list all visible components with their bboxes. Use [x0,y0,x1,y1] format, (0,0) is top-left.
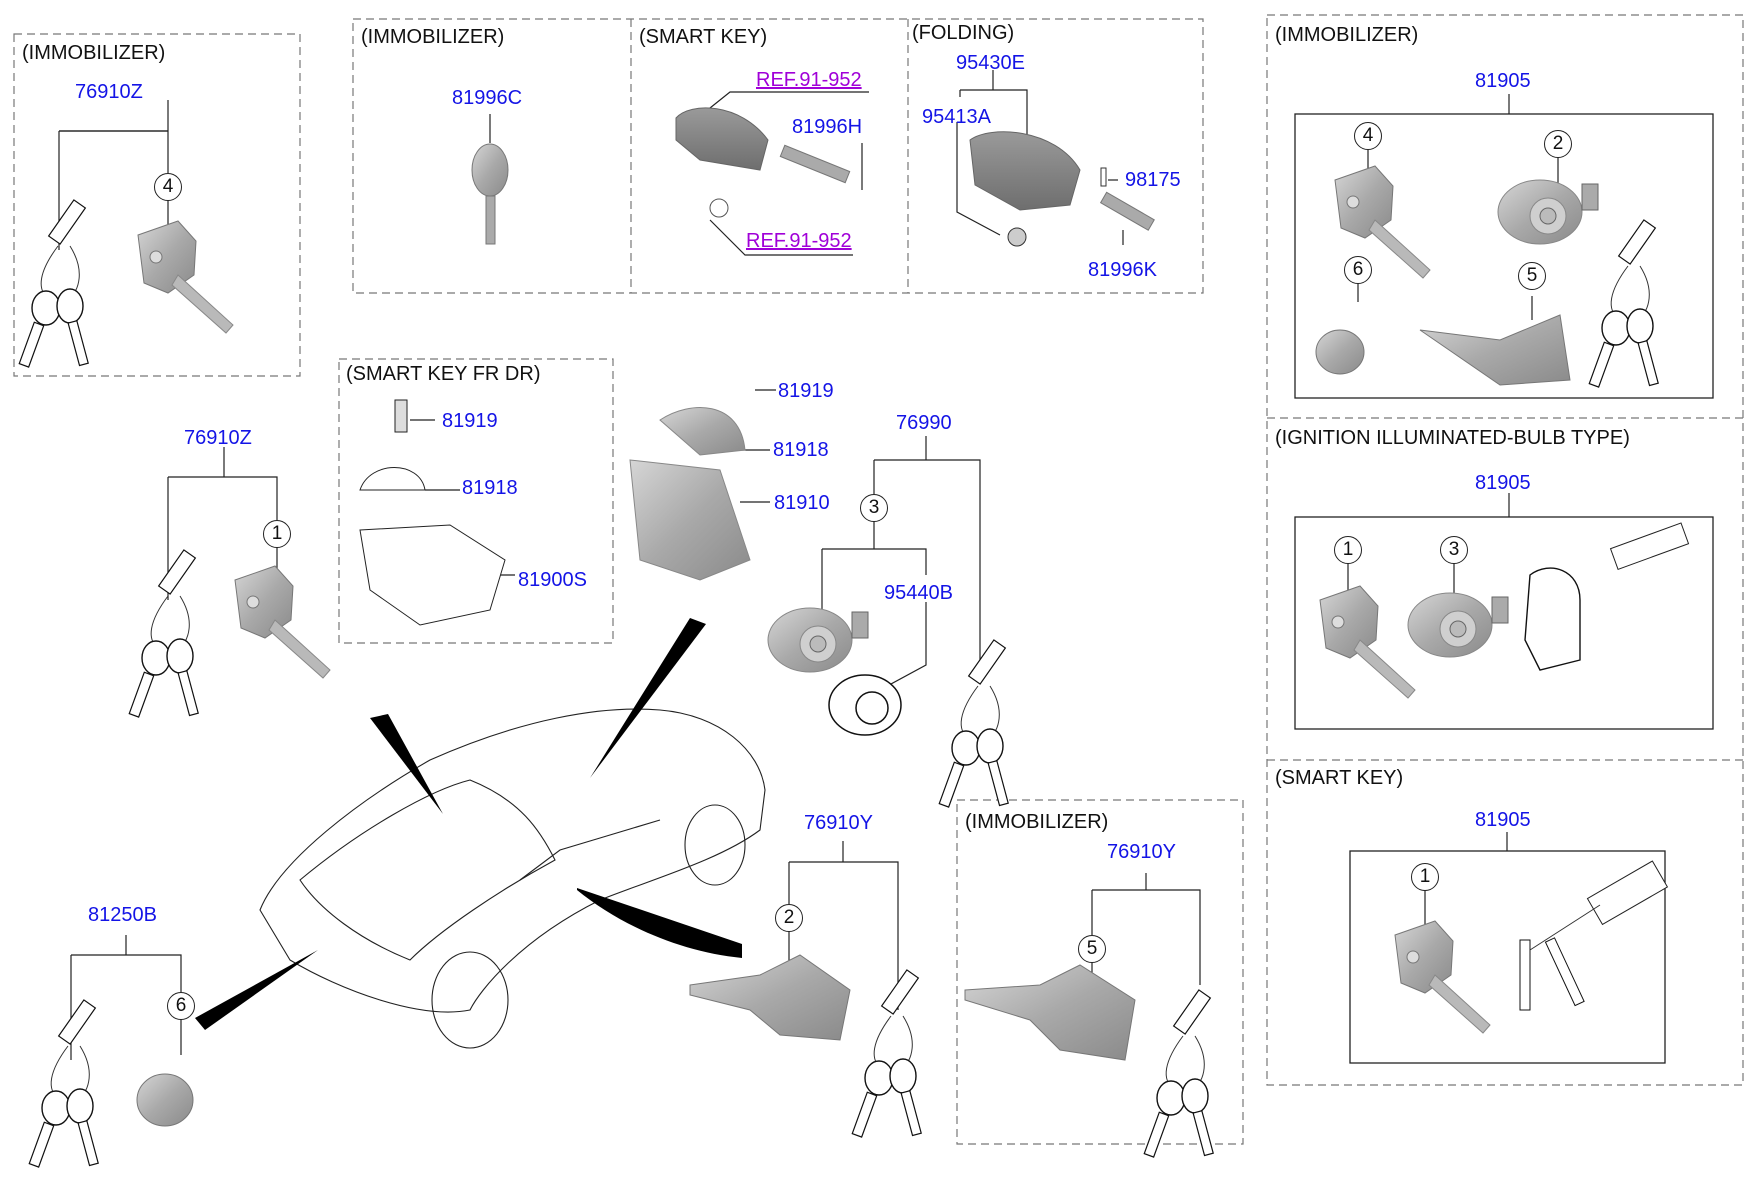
part-number-95440b[interactable]: 95440B [884,582,953,604]
reference-link-91-952[interactable]: REF.91-952 [756,69,862,91]
callout-2: 2 [1544,130,1572,158]
callout-1: 1 [263,520,291,548]
part-number-81996h[interactable]: 81996H [792,116,863,138]
part-number-81996c[interactable]: 81996C [452,87,523,109]
part-number-81996k[interactable]: 81996K [1088,259,1157,281]
part-number-81905[interactable]: 81905 [1475,809,1531,831]
callout-6: 6 [167,992,195,1020]
callout-2: 2 [775,904,803,932]
group-header-smart-key-fr-dr: (SMART KEY FR DR) [346,363,541,385]
callout-5: 5 [1078,935,1106,963]
part-number-95430e[interactable]: 95430E [956,52,1025,74]
callout-6: 6 [1344,256,1372,284]
group-header-immobilizer-key: (IMMOBILIZER) [361,26,505,48]
reference-link-91-952[interactable]: REF.91-952 [746,230,852,252]
part-number-81918[interactable]: 81918 [773,439,829,461]
group-header-immobilizer-right: (IMMOBILIZER) [1275,24,1419,46]
callout-4: 4 [154,173,182,201]
group-header-smart-key-right: (SMART KEY) [1275,767,1404,789]
callout-5: 5 [1518,262,1546,290]
part-illustrations [18,107,1690,1168]
part-number-81919[interactable]: 81919 [778,380,834,402]
part-number-81919[interactable]: 81919 [442,410,498,432]
part-number-76910z[interactable]: 76910Z [184,427,252,449]
part-number-81905[interactable]: 81905 [1475,472,1531,494]
part-number-81910[interactable]: 81910 [774,492,830,514]
part-number-98175[interactable]: 98175 [1125,169,1181,191]
part-number-81900s[interactable]: 81900S [518,569,587,591]
callout-1: 1 [1411,863,1439,891]
group-header-smart-key: (SMART KEY) [639,26,768,48]
callout-3: 3 [1440,536,1468,564]
vehicle-outline [259,708,766,1049]
group-header-immobilizer-left: (IMMOBILIZER) [22,42,166,64]
part-number-95413a[interactable]: 95413A [922,106,991,128]
part-number-76910y[interactable]: 76910Y [804,812,873,834]
group-header-ignition-bulb: (IGNITION ILLUMINATED-BULB TYPE) [1275,427,1630,449]
group-header-folding: (FOLDING) [912,22,1015,44]
group-box-right-column [1266,14,1744,1086]
group-box-immobilizer-left [13,33,301,377]
group-box-smart-key-fr-dr [338,358,614,644]
part-number-81250b[interactable]: 81250B [88,904,157,926]
callout-3: 3 [860,494,888,522]
part-number-76910y[interactable]: 76910Y [1107,841,1176,863]
group-box-immobilizer-bottom [956,799,1244,1145]
group-header-immobilizer-bottom: (IMMOBILIZER) [965,811,1109,833]
part-number-76990[interactable]: 76990 [896,412,952,434]
callout-1: 1 [1334,536,1362,564]
callout-4: 4 [1354,122,1382,150]
group-box-top-keys [352,18,1204,294]
part-number-81918[interactable]: 81918 [462,477,518,499]
part-number-76910z[interactable]: 76910Z [75,81,143,103]
part-number-81905[interactable]: 81905 [1475,70,1531,92]
